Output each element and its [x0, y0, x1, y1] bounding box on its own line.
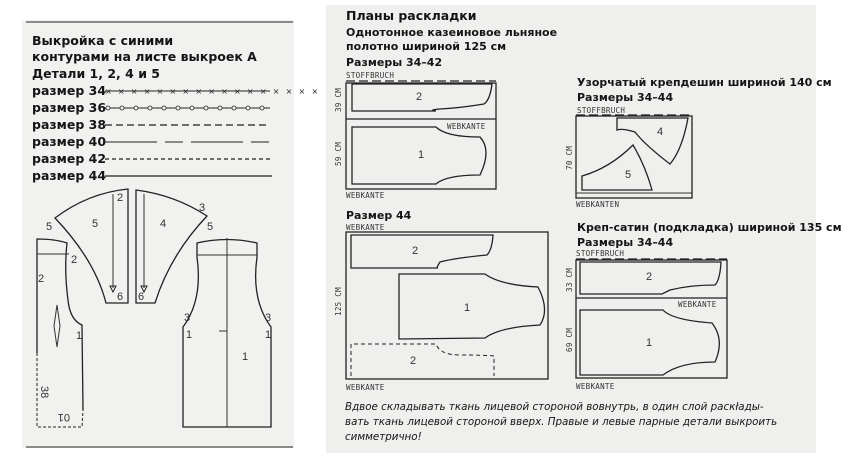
legend-label-40: размер 40	[32, 134, 106, 149]
piece-label: 2	[416, 91, 422, 103]
selvage-label: WEBKANTE	[576, 382, 615, 391]
note-line1: Вдвое складывать ткань лицевой стороной …	[345, 401, 764, 413]
legend-marks-36	[105, 105, 265, 111]
layout-linen-44: Размер 44 WEBKANTE 2 1 2 WEBKANTE 125 CM	[334, 209, 549, 392]
notch-label: 3	[184, 312, 190, 324]
crepe-sizes: Размеры 34–44	[577, 91, 673, 104]
piece-label: 1	[646, 337, 652, 349]
layout-plans-title: Планы раскладки	[346, 8, 477, 23]
legend-label-34: размер 34	[32, 83, 106, 98]
pattern-title-line3: Детали 1, 2, 4 и 5	[32, 66, 160, 81]
notch-label: 01	[58, 411, 70, 423]
notch-label: 2	[71, 254, 77, 266]
linen-sizes: Размеры 34–42	[346, 56, 442, 69]
notch-label: 3	[265, 312, 271, 324]
notch-label: 2	[117, 192, 123, 204]
notch-label: 1	[76, 330, 82, 342]
piece-4-label: 4	[160, 218, 166, 230]
dimension-label: 59 CM	[334, 142, 343, 166]
dimension-label: 33 CM	[565, 268, 574, 292]
satin-sizes: Размеры 34–44	[577, 236, 673, 249]
pattern-piece-1: 1 3 3 1 1	[182, 238, 272, 428]
pattern-title-line2: контурами на листе выкроек А	[32, 49, 257, 64]
selvage-label: WEBKANTEN	[576, 200, 619, 209]
pattern-piece-5: 5 2 5 6	[46, 188, 129, 304]
layout-satin: Креп-сатин (подкладка) шириной 135 см Ра…	[565, 221, 842, 391]
selvage-label: WEBKANTE	[678, 300, 717, 309]
selvage-label: WEBKANTE	[447, 122, 486, 131]
notch-label: 1	[265, 329, 271, 341]
right-panel-bg	[326, 5, 816, 453]
notch-label: 5	[207, 221, 213, 233]
piece-label: 1	[464, 302, 470, 314]
dimension-label: 70 CM	[565, 146, 574, 170]
piece-label: 2	[412, 245, 418, 257]
fold-label: STOFFBRUCH	[346, 71, 394, 80]
legend-label-44: размер 44	[32, 168, 106, 183]
selvage-label: WEBKANTE	[346, 191, 385, 200]
linen-fabric-line1: Однотонное казеиновое льняное	[346, 26, 557, 39]
legend-label-42: размер 42	[32, 151, 106, 166]
piece-2-label: 2	[38, 273, 44, 285]
piece-label: 5	[625, 169, 631, 181]
linen-fabric-line2: полотно шириной 125 см	[346, 40, 506, 53]
legend-label-36: размер 36	[32, 100, 106, 115]
selvage-label: WEBKANTE	[346, 223, 385, 232]
pattern-piece-2: 2 2 1 38 01	[36, 238, 84, 428]
piece-5-label: 5	[92, 218, 98, 230]
layout-linen-34-42: STOFFBRUCH 2 1 WEBKANTE WEBKANTE 39 CM 5…	[334, 71, 497, 200]
pattern-title-line1: Выкройка с синими	[32, 33, 173, 48]
pattern-piece-4: 4 3 5 6	[135, 189, 213, 304]
note-line2: вать ткань лицевой стороной вверх. Правы…	[345, 416, 777, 428]
linen-44-sizes: Размер 44	[346, 209, 412, 222]
piece-label: 2	[410, 355, 416, 367]
legend-label-38: размер 38	[32, 117, 106, 132]
satin-fabric: Креп-сатин (подкладка) шириной 135 см	[577, 221, 842, 234]
notch-label: 6	[138, 291, 144, 303]
dimension-label: 39 CM	[334, 88, 343, 112]
dimension-label: 125 CM	[334, 287, 343, 316]
fold-label: STOFFBRUCH	[577, 106, 625, 115]
piece-1-label: 1	[242, 351, 248, 363]
crepe-fabric: Узорчатый крепдешин шириной 140 см	[577, 76, 832, 89]
fold-label: STOFFBRUCH	[576, 249, 624, 258]
piece-label: 2	[646, 271, 652, 283]
selvage-label: WEBKANTE	[346, 383, 385, 392]
notch-label: 38	[38, 386, 50, 398]
notch-label: 3	[199, 202, 205, 214]
notch-label: 1	[186, 329, 192, 341]
notch-label: 6	[117, 291, 123, 303]
piece-label: 4	[657, 126, 663, 138]
notch-label: 5	[46, 221, 52, 233]
piece-label: 1	[418, 149, 424, 161]
legend-marks-34: ×××××××××××××××××	[105, 87, 324, 96]
dimension-label: 69 CM	[565, 328, 574, 352]
note-line3: симметрично!	[345, 431, 422, 443]
size-legend: размер 34 ××××××××××××××××× размер 36 ра…	[32, 83, 324, 183]
layout-crepe: Узорчатый крепдешин шириной 140 см Разме…	[565, 76, 832, 209]
